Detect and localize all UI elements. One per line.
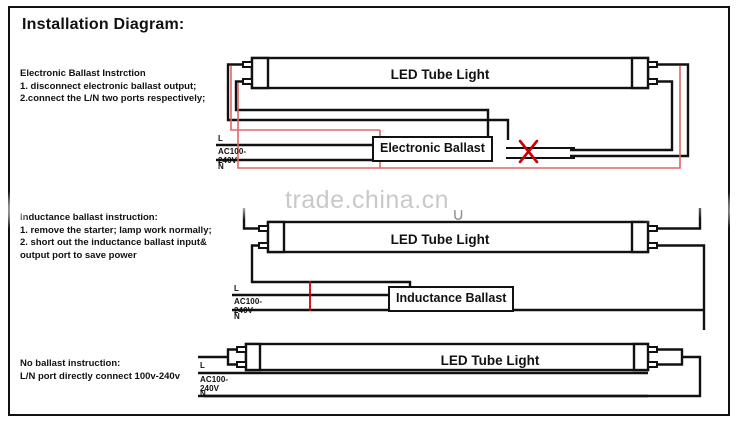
tube-pin-left-top-1 — [242, 61, 253, 68]
page-title: Installation Diagram: — [22, 16, 185, 33]
section-2-wiring — [232, 208, 706, 330]
instruction-inductance-ballast: Inductance ballast instruction: 1. remov… — [20, 212, 212, 261]
wire-right-bottom-1 — [570, 80, 674, 152]
wire-left-bridge-3 — [226, 348, 237, 366]
wire-right-top-2 — [657, 208, 702, 230]
tube-pin-left-top-3 — [236, 346, 247, 353]
red-wire-N-1 — [237, 83, 381, 169]
tube-pin-left-bottom-3 — [236, 361, 247, 368]
section-1-wiring — [216, 56, 690, 169]
mains-label-N-3: N — [200, 389, 206, 398]
led-tube-label-1: LED Tube Light — [390, 67, 490, 82]
mains-label-voltage-2: AC100-240V — [234, 297, 263, 315]
led-tube-label-2: LED Tube Light — [390, 232, 490, 247]
led-tube-endcap-left-1 — [250, 56, 270, 90]
tube-pin-right-bottom-2 — [647, 242, 658, 249]
tube-pin-right-bottom-3 — [647, 361, 658, 368]
tube-pin-left-top-2 — [258, 225, 269, 232]
tube-pin-right-bottom-1 — [647, 78, 658, 85]
section-3-wiring — [198, 342, 702, 398]
wire-left-top-1 — [226, 63, 510, 140]
led-tube-endcap-right-1 — [630, 56, 650, 90]
mains-label-voltage-3: AC100-240V — [200, 375, 229, 393]
inductance-ballast-box: Inductance Ballast — [388, 286, 515, 312]
tube-pin-left-bottom-2 — [258, 242, 269, 249]
watermark-glyph-icon: ∪ — [452, 205, 465, 224]
tube-pin-right-top-1 — [647, 61, 658, 68]
mains-label-N-1: N — [218, 162, 224, 171]
wire-left-bottom-1 — [234, 80, 490, 142]
red-wire-return-1 — [380, 66, 681, 169]
led-tube-endcap-left-2 — [266, 220, 286, 254]
red-wire-L-1 — [230, 66, 380, 131]
electronic-ballast-box: Electronic Ballast — [372, 136, 493, 162]
led-tube-endcap-left-3 — [244, 342, 262, 372]
tube-pin-left-bottom-1 — [242, 78, 253, 85]
wire-left-top-2 — [242, 208, 259, 230]
led-tube-endcap-right-3 — [632, 342, 650, 372]
watermark-text: trade.china.cn — [285, 186, 450, 214]
mains-label-L-1: L — [218, 134, 223, 143]
led-tube-label-3: LED Tube Light — [440, 353, 540, 368]
mains-label-N-2: N — [234, 312, 240, 321]
wire-right-bottom-2 — [657, 244, 706, 330]
wire-right-bridge-3 — [657, 348, 684, 366]
mains-label-L-2: L — [234, 284, 239, 293]
red-x-disconnect-marker — [518, 139, 539, 164]
led-tube-endcap-right-2 — [630, 220, 650, 254]
tube-pin-right-top-2 — [647, 225, 658, 232]
led-tube-body-1 — [250, 56, 650, 90]
instruction-electronic-ballast: Electronic Ballast Instrction 1. disconn… — [20, 68, 206, 104]
mains-label-voltage-1: AC100-240V — [218, 147, 247, 165]
instruction-no-ballast: No ballast instruction: L/N port directl… — [20, 358, 180, 382]
tube-pin-right-top-3 — [647, 346, 658, 353]
wire-right-top-1 — [570, 63, 690, 158]
mains-label-L-3: L — [200, 361, 205, 370]
